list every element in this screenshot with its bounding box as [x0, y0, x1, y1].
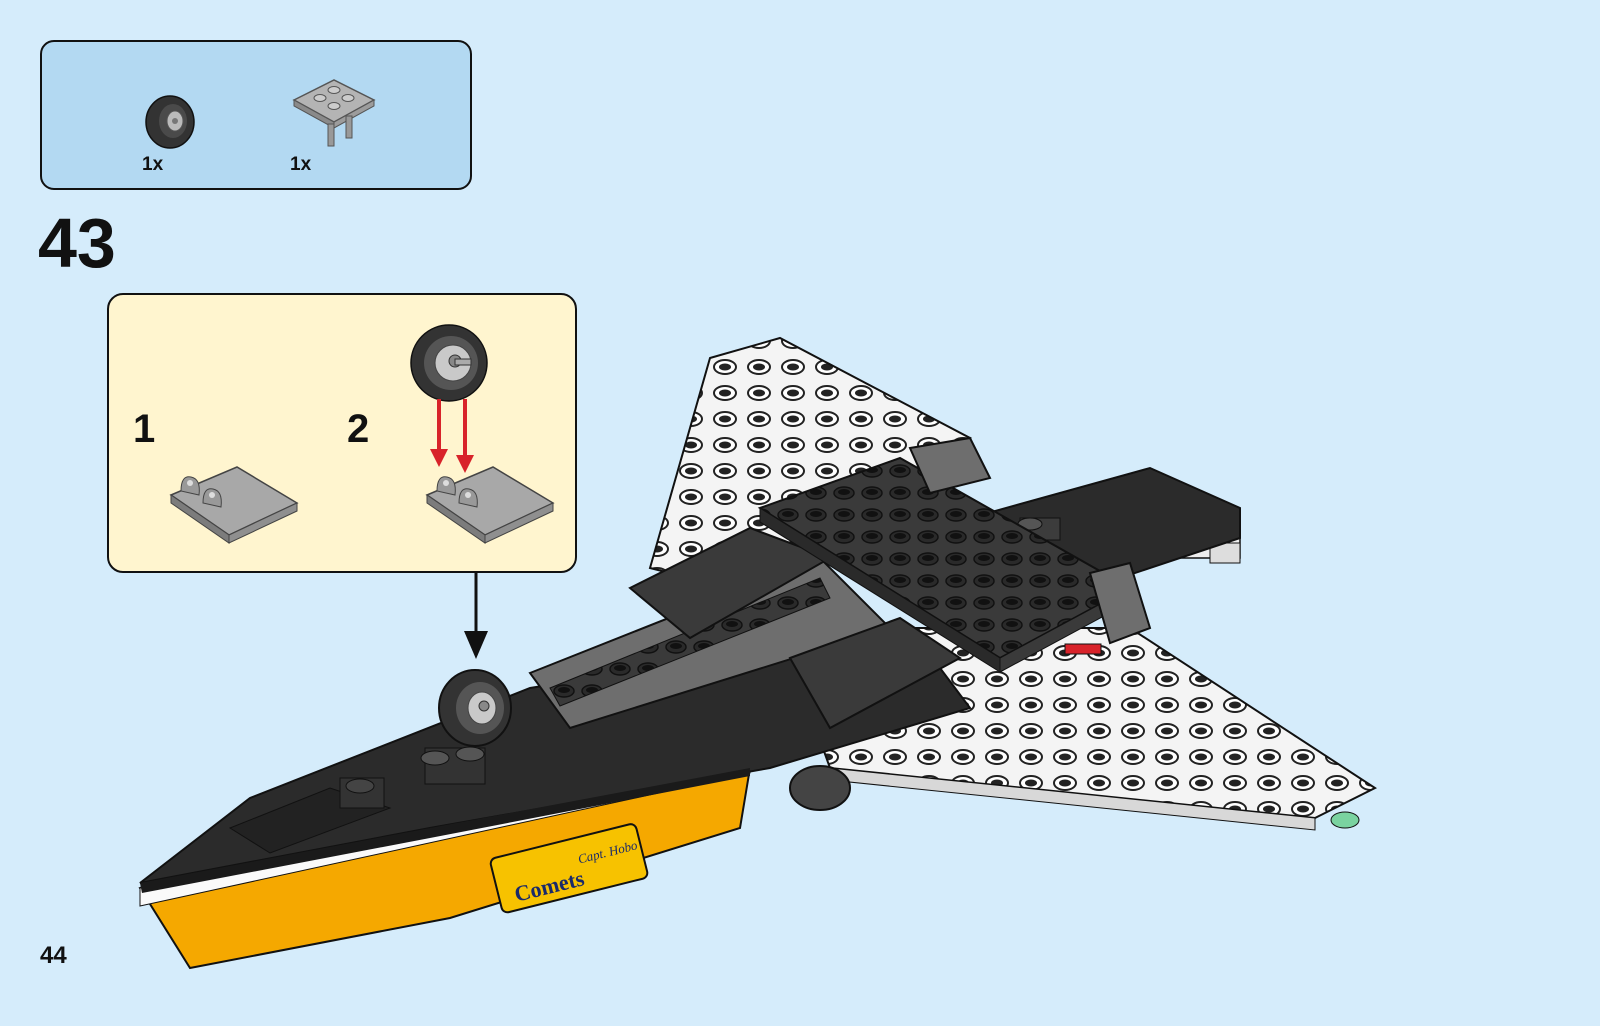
- part-count-plate: 1x: [290, 154, 311, 176]
- parts-list-box: 1x 1x: [40, 40, 472, 190]
- plate-with-clips-icon: [290, 72, 380, 152]
- step-number: 43: [38, 208, 116, 278]
- part-count-tire: 1x: [142, 154, 163, 176]
- tire-with-rim-icon: [140, 92, 200, 152]
- page-number: 44: [40, 942, 67, 970]
- jet-model-illustration: Comets Capt. Hobo: [130, 328, 1390, 978]
